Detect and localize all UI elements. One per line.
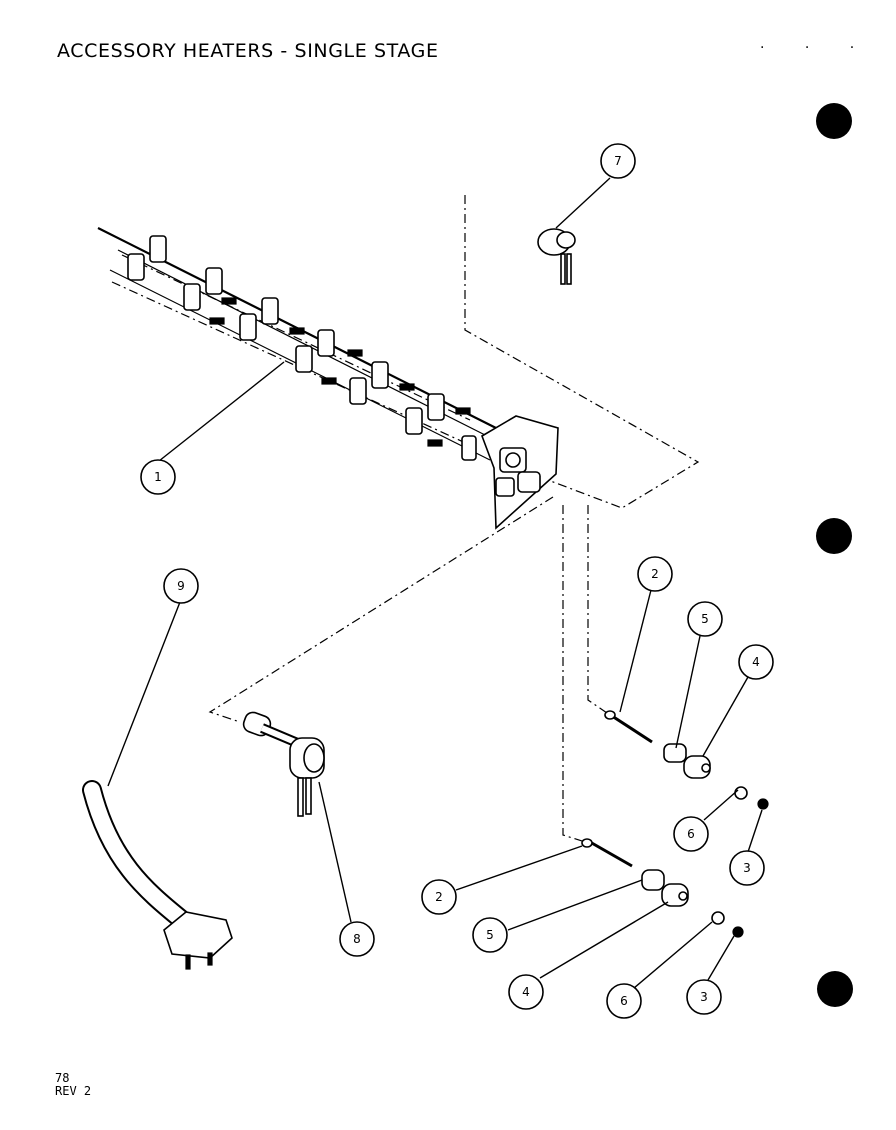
mounting-hardware-lower [581,838,744,938]
callout-2-lower: 2 [421,879,457,915]
callout-9: 9 [163,568,199,604]
page-footer: 78 REV 2 [55,1072,91,1098]
limit-switch [537,228,576,285]
heater-coil-segments [209,297,471,447]
svg-text:4: 4 [522,985,530,999]
callout-5-upper: 5 [687,601,723,637]
svg-text:3: 3 [700,990,708,1004]
svg-text:3: 3 [743,861,751,875]
svg-text:5: 5 [486,928,494,942]
svg-text:9: 9 [177,579,185,593]
svg-text:6: 6 [620,994,628,1008]
leader-lines [107,177,763,989]
svg-text:2: 2 [435,890,443,904]
svg-text:2: 2 [651,567,659,581]
callout-7: 7 [600,143,636,179]
mounting-hardware-upper [604,710,769,810]
mounting-plate [481,415,559,530]
callout-3-upper: 3 [729,850,765,886]
callout-4-upper: 4 [738,644,774,680]
callout-1: 1 [140,459,176,495]
svg-text:7: 7 [614,154,622,168]
heater-element-assembly [97,227,559,530]
callout-4-lower: 4 [508,974,544,1010]
page-number: 78 [55,1071,70,1085]
fuse-holder-assembly [242,711,325,817]
svg-text:4: 4 [752,655,760,669]
callout-3-lower: 3 [686,979,722,1015]
callout-6-upper: 6 [673,816,709,852]
svg-text:5: 5 [701,612,709,626]
heater-bracket [127,235,477,461]
revision-label: REV 2 [55,1084,92,1098]
svg-text:1: 1 [154,470,162,484]
page-title: ACCESSORY HEATERS - SINGLE STAGE [57,40,439,62]
binder-hole-bottom [817,971,853,1007]
binder-hole-middle [816,518,852,554]
svg-text:8: 8 [353,932,361,946]
binder-hole-top [816,103,852,139]
power-cord [82,780,233,970]
callout-8: 8 [339,921,375,957]
callout-6-lower: 6 [606,983,642,1019]
callout-2-upper: 2 [637,556,673,592]
corner-marks: . . . [760,36,873,52]
svg-text:6: 6 [687,827,695,841]
callout-5-lower: 5 [472,917,508,953]
